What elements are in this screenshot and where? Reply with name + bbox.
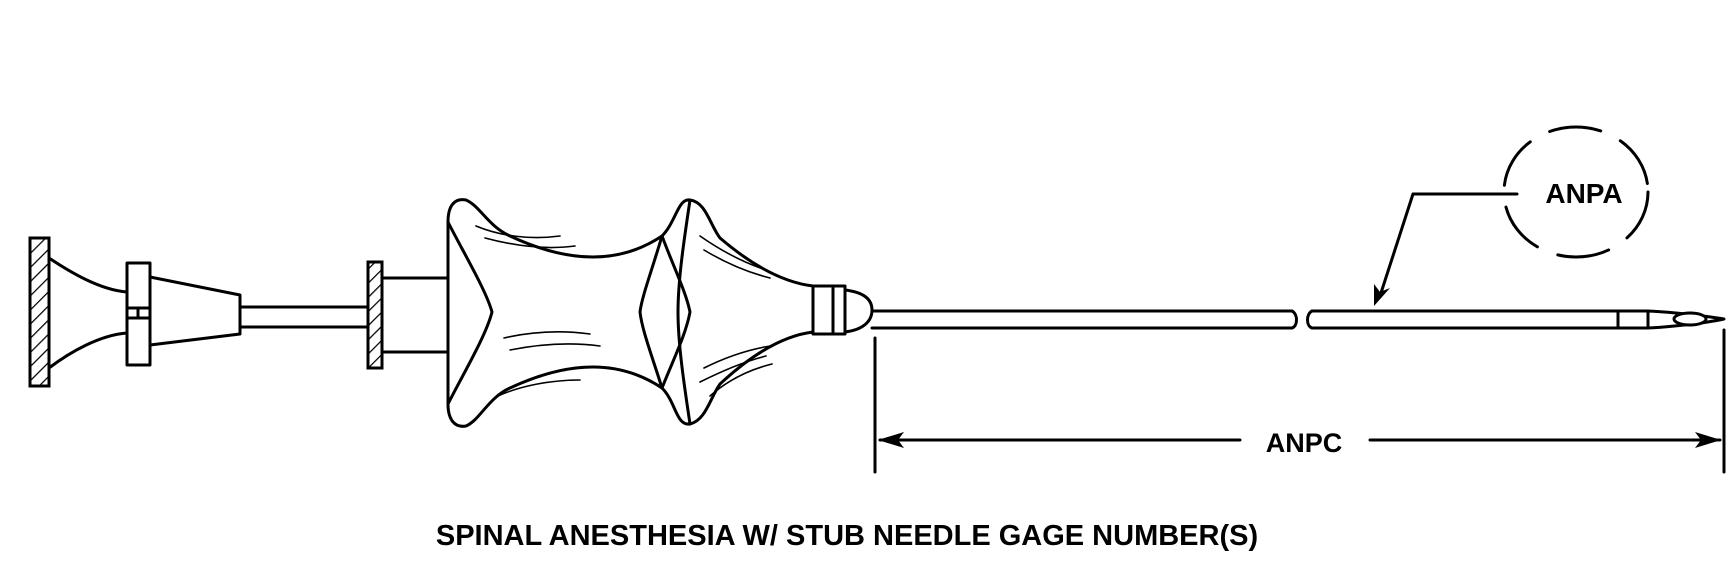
luer-collar: [366, 260, 450, 370]
length-callout-label: ANPC: [1266, 428, 1343, 458]
stylet-coupling: [125, 261, 242, 367]
diagram-caption: SPINAL ANESTHESIA W/ STUB NEEDLE GAGE NU…: [436, 520, 1258, 552]
leader-arrow-icon: [1374, 284, 1390, 306]
arrow-left-icon: [878, 432, 904, 448]
gage-bubble: [1502, 125, 1650, 259]
needle-cannula: [870, 309, 1726, 330]
gage-callout-label: ANPA: [1545, 178, 1622, 209]
stylet-rod: [238, 305, 370, 329]
needle-hub: [446, 198, 874, 428]
gage-leader: [1374, 192, 1519, 306]
stylet-cap: [28, 236, 129, 388]
length-dimension: [873, 328, 1726, 474]
arrow-right-icon: [1695, 432, 1721, 448]
